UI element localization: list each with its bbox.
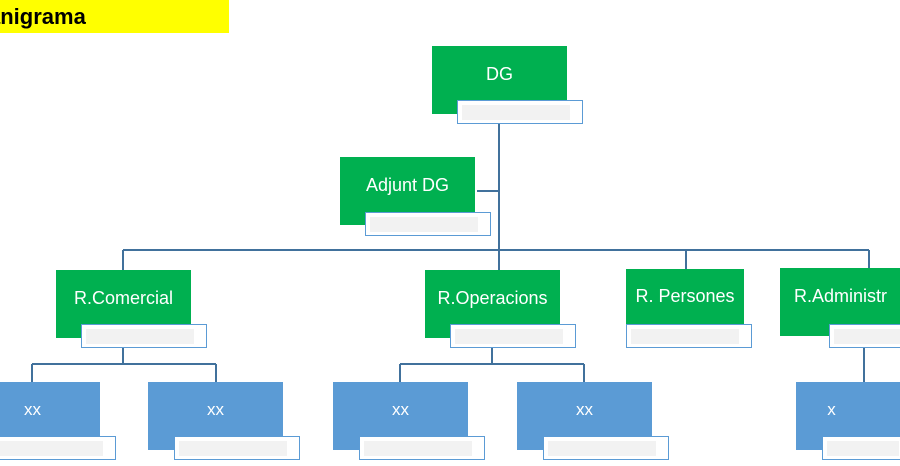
connector-operacions-children <box>399 348 585 382</box>
node-r-operacions-subtitle-box <box>450 324 576 348</box>
node-dg-subtitle-box <box>457 100 583 124</box>
node-r-comercial-label: R.Comercial <box>73 287 174 308</box>
node-r-administracio-label: R.Administr <box>794 285 888 306</box>
node-administracio-staff-1-subtitle-box <box>822 436 900 460</box>
node-administracio-staff-1-label: x <box>827 400 836 419</box>
node-adjunt-dg-label: Adjunt DG <box>365 174 450 195</box>
node-comercial-staff-1-subtitle-box <box>0 436 116 460</box>
node-comercial-staff-1-label: xx <box>24 400 41 419</box>
node-r-administracio-subtitle-box <box>829 324 900 348</box>
connector-comercial-children <box>31 348 217 382</box>
node-comercial-staff-2-subtitle-box <box>174 436 300 460</box>
diagram-title-banner: anigrama <box>0 0 229 33</box>
node-r-operacions-label: R.Operacions <box>437 287 548 308</box>
node-operacions-staff-2-subtitle-box <box>543 436 669 460</box>
node-r-persones-label: R. Persones <box>635 285 735 306</box>
node-dg-label: DG <box>486 63 513 84</box>
node-operacions-staff-1-label: xx <box>392 400 409 419</box>
node-r-persones-subtitle-box <box>626 324 752 348</box>
node-operacions-staff-1-subtitle-box <box>359 436 485 460</box>
node-adjunt-dg-subtitle-box <box>365 212 491 236</box>
node-comercial-staff-2-label: xx <box>207 400 224 419</box>
node-r-comercial-subtitle-box <box>81 324 207 348</box>
diagram-title: anigrama <box>0 4 86 29</box>
node-operacions-staff-2-label: xx <box>576 400 593 419</box>
